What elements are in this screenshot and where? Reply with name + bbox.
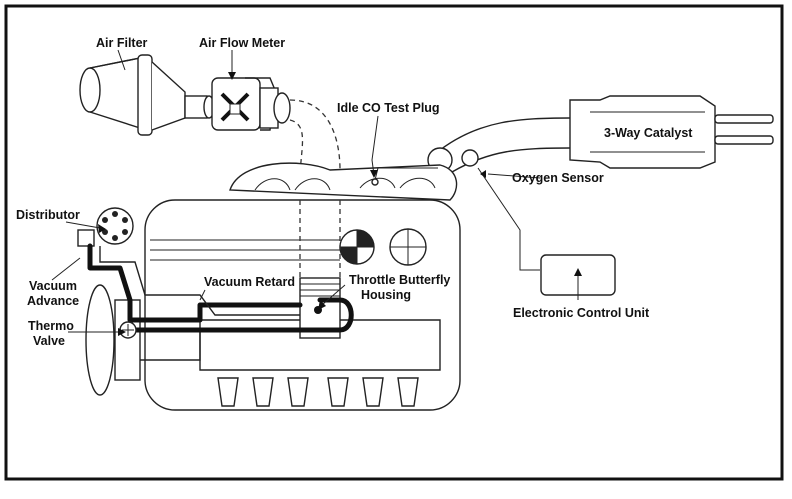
fan-pulley-drawing xyxy=(85,284,201,396)
air-flow-meter-drawing xyxy=(211,77,291,131)
label-idle-co-test-plug: Idle CO Test Plug xyxy=(337,101,440,115)
thermo-valve-hose xyxy=(125,297,354,333)
label-three-way-catalyst: 3-Way Catalyst xyxy=(604,126,693,140)
label-vacuum-advance-line1: Vacuum xyxy=(29,279,77,293)
label-air-flow-meter: Air Flow Meter xyxy=(199,36,285,50)
exhaust-drawing xyxy=(427,95,774,173)
label-arrows xyxy=(51,49,582,336)
label-electronic-control-unit: Electronic Control Unit xyxy=(513,306,650,320)
label-vacuum-advance-line2: Advance xyxy=(27,294,79,308)
engine-block-drawing xyxy=(144,162,461,411)
distributor-drawing xyxy=(77,207,134,247)
vacuum-advance-hose xyxy=(87,243,303,323)
label-air-filter: Air Filter xyxy=(96,36,148,50)
label-thermo-valve-line2: Valve xyxy=(33,334,65,348)
label-throttle-butterfly-line2: Housing xyxy=(361,288,411,302)
label-vacuum-retard: Vacuum Retard xyxy=(204,275,295,289)
label-oxygen-sensor: Oxygen Sensor xyxy=(512,171,604,185)
vacuum-retard-hose xyxy=(99,246,300,316)
air-filter-drawing xyxy=(79,54,215,136)
label-distributor: Distributor xyxy=(16,208,80,222)
spark-plugs xyxy=(217,377,419,407)
label-throttle-butterfly-line1: Throttle Butterfly xyxy=(349,273,450,287)
diagram-frame xyxy=(4,4,784,481)
label-thermo-valve-line1: Thermo xyxy=(28,319,74,333)
